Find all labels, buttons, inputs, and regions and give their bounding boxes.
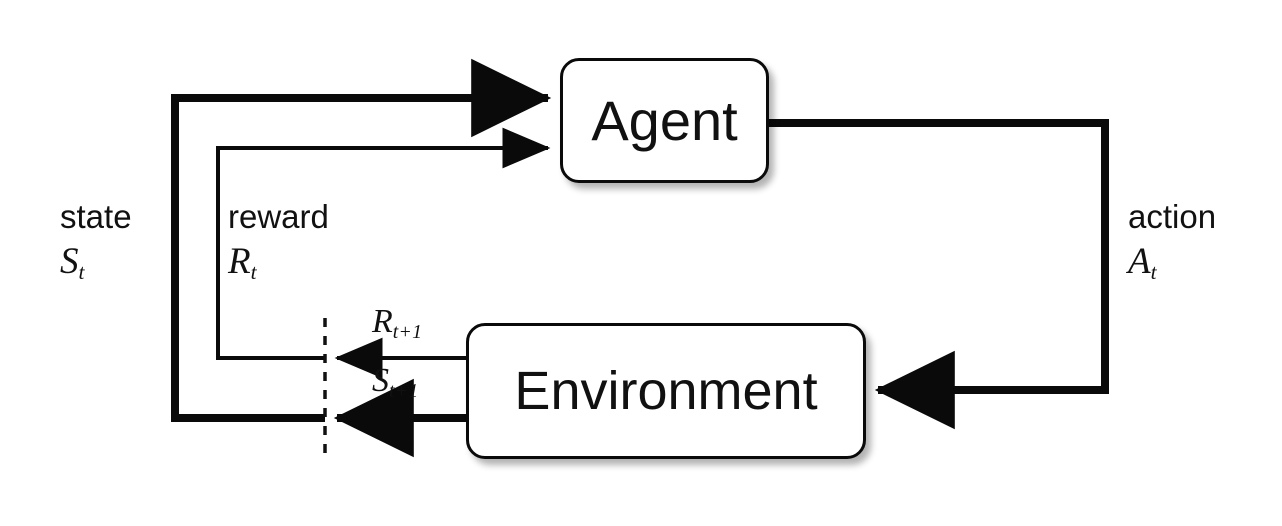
label-action: action At bbox=[1128, 198, 1217, 285]
label-reward-next: Rt+1 bbox=[372, 303, 423, 343]
label-reward-symbol: Rt bbox=[228, 240, 257, 285]
node-agent[interactable]: Agent bbox=[560, 58, 769, 183]
edge-action-to-environment bbox=[769, 119, 1109, 430]
label-reward-word: reward bbox=[228, 198, 329, 235]
edge-reward-to-agent bbox=[216, 127, 551, 360]
label-reward: reward Rt bbox=[228, 198, 329, 285]
label-state-word: state bbox=[60, 198, 132, 235]
edge-state-to-agent bbox=[171, 58, 552, 422]
label-state: state St bbox=[60, 198, 132, 285]
node-environment[interactable]: Environment bbox=[466, 323, 866, 459]
label-state-next: St+1 bbox=[372, 362, 419, 402]
label-action-symbol: At bbox=[1128, 240, 1157, 285]
node-environment-label: Environment bbox=[514, 361, 818, 421]
label-action-word: action bbox=[1128, 198, 1217, 235]
node-agent-label: Agent bbox=[591, 88, 738, 152]
label-state-symbol: St bbox=[60, 240, 85, 285]
